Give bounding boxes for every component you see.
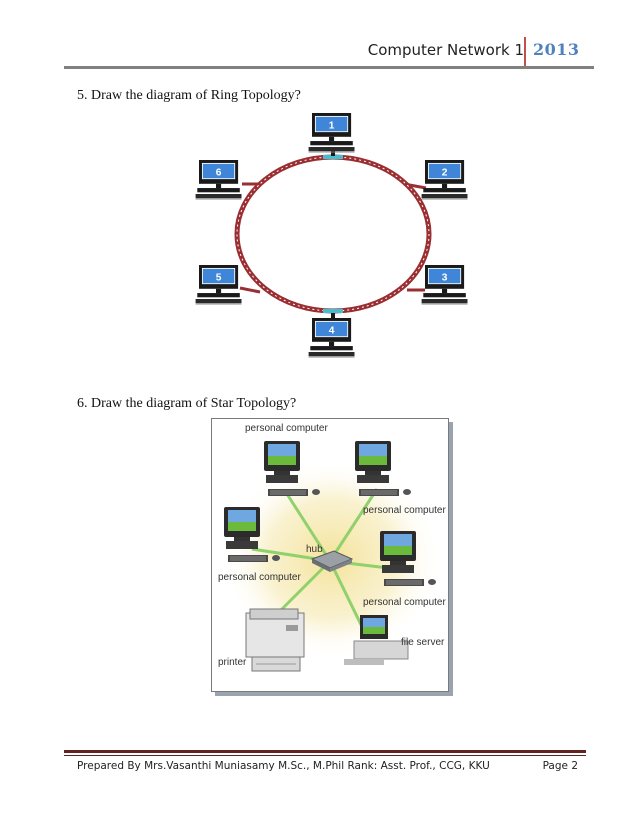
- ring-node-label-3: 3: [442, 272, 448, 283]
- ring-node-label-1: 1: [329, 120, 335, 131]
- ring-node-1: 1: [308, 112, 355, 153]
- header-rule: [64, 66, 594, 69]
- ring-cable: [234, 154, 432, 314]
- ring-node-5: 5: [195, 264, 242, 305]
- label-pc-left: personal computer: [218, 572, 301, 583]
- label-pc-top-right: personal computer: [363, 505, 446, 516]
- document-year: 2013: [533, 40, 580, 59]
- ring-node-label-5: 5: [216, 272, 222, 283]
- footer-author: Prepared By Mrs.Vasanthi Muniasamy M.Sc.…: [77, 760, 490, 772]
- ring-node-label-6: 6: [216, 167, 222, 178]
- ring-node-4: 4: [308, 317, 355, 358]
- question-6: 6. Draw the diagram of Star Topology?: [77, 396, 297, 411]
- footer-rule-thin: [64, 755, 586, 756]
- hub-icon: [310, 550, 354, 572]
- ring-node-3: 3: [421, 264, 468, 305]
- label-file-server: file server: [401, 637, 445, 648]
- ring-connector-bottom: [323, 309, 343, 313]
- document-title: Computer Network 1: [367, 41, 524, 59]
- label-printer: printer: [218, 657, 247, 668]
- ring-node-2: 2: [421, 159, 468, 200]
- footer-page-number: Page 2: [542, 760, 578, 772]
- star-topology-diagram: personal computer personal computer hub …: [211, 418, 449, 692]
- ring-node-label-2: 2: [442, 167, 448, 178]
- file-server-icon: [344, 615, 409, 665]
- ring-topology-diagram: 1 2 3 4 5 6: [195, 112, 468, 358]
- ring-node-6: 6: [195, 159, 242, 200]
- printer-icon: [245, 608, 305, 672]
- ring-spokes: [239, 182, 427, 294]
- ring-node-label-4: 4: [329, 325, 335, 336]
- label-hub: hub: [306, 544, 323, 555]
- label-pc-top-left: personal computer: [245, 423, 328, 434]
- question-5: 5. Draw the diagram of Ring Topology?: [77, 88, 301, 103]
- ring-connector-top: [323, 155, 343, 159]
- footer-rule-thick: [64, 750, 586, 753]
- label-pc-right: personal computer: [363, 597, 446, 608]
- header-separator: [524, 37, 526, 67]
